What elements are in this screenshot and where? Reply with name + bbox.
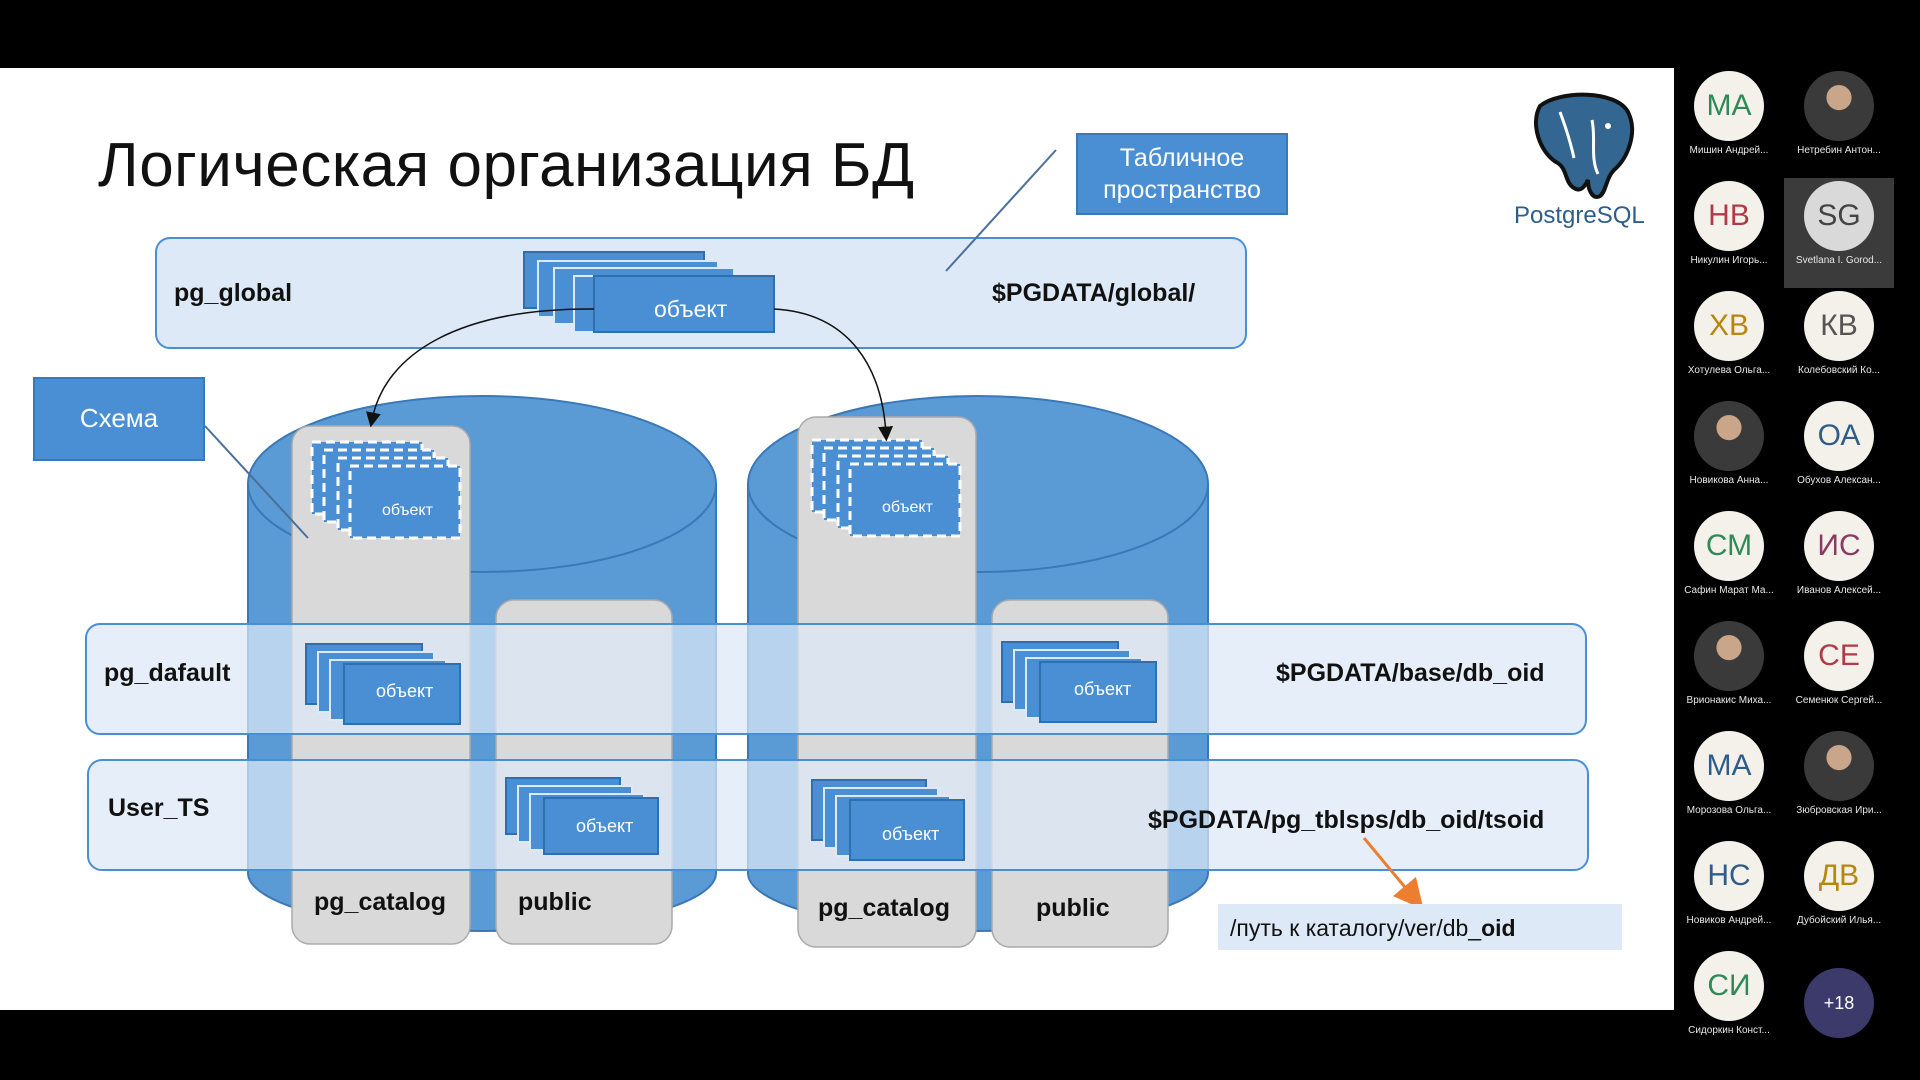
path-link-bold: oid bbox=[1481, 915, 1516, 941]
postgresql-logo-icon: PostgreSQL bbox=[1514, 92, 1645, 229]
object-label-user-db2: объект bbox=[882, 824, 939, 844]
participant-tile[interactable]: МА Морозова Ольга... bbox=[1674, 728, 1784, 838]
participants-gallery: МА Мишин Андрей... Нетребин Антон... НВ Нику… bbox=[1674, 68, 1920, 1038]
participant-tile[interactable]: +18 bbox=[1784, 948, 1894, 1058]
participant-avatar: КВ bbox=[1804, 291, 1874, 361]
participant-tile[interactable]: ХВ Хотулева Ольга... bbox=[1674, 288, 1784, 398]
participant-name: Сидоркин Конст... bbox=[1688, 1025, 1770, 1036]
participant-avatar: ИС bbox=[1804, 511, 1874, 581]
presentation-slide: pg_global $PGDATA/global/ pg_dafault $PG… bbox=[0, 68, 1674, 1010]
participant-avatar: ОА bbox=[1804, 401, 1874, 471]
arrow-global-to-db2 bbox=[773, 308, 894, 442]
participant-name: Иванов Алексей... bbox=[1796, 585, 1882, 596]
tablespace-label: Табличное пространство bbox=[1076, 133, 1288, 215]
tablespace-path-user: $PGDATA/pg_tblsps/db_oid/tsoid bbox=[1148, 806, 1544, 834]
tablespace-path-global: $PGDATA/global/ bbox=[992, 279, 1195, 307]
object-stack-dashed-db1 bbox=[310, 440, 462, 540]
participant-name: Новикова Анна... bbox=[1689, 475, 1769, 486]
participant-name: Обухов Алексан... bbox=[1797, 475, 1881, 486]
participant-tile[interactable]: SG Svetlana I. Gorod... bbox=[1784, 178, 1894, 288]
participant-tile[interactable]: Врионакис Миха... bbox=[1674, 618, 1784, 728]
object-label-default-db1: объект bbox=[376, 681, 433, 701]
schema-label-public-db2: public bbox=[1036, 894, 1110, 922]
participant-name: Врионакис Миха... bbox=[1686, 695, 1772, 706]
participant-name: Зюбровская Ири... bbox=[1796, 805, 1882, 816]
participant-tile[interactable]: СЕ Семенюк Сергей... bbox=[1784, 618, 1894, 728]
path-link-text: /путь к каталогу/ver/db_oid bbox=[1230, 915, 1516, 941]
schema-label-public-db1: public bbox=[518, 888, 592, 916]
participant-name: Морозова Ольга... bbox=[1686, 805, 1772, 816]
participant-avatar: SG bbox=[1804, 181, 1874, 251]
participant-name: Семенюк Сергей... bbox=[1795, 695, 1883, 706]
participant-avatar: СИ bbox=[1694, 951, 1764, 1021]
participant-avatar: МА bbox=[1694, 731, 1764, 801]
arrow-path-link bbox=[1362, 837, 1424, 910]
participant-photo bbox=[1804, 71, 1874, 141]
schema-callout-line bbox=[204, 425, 309, 539]
participant-tile[interactable]: Новикова Анна... bbox=[1674, 398, 1784, 508]
schema-label-catalog-db2: pg_catalog bbox=[818, 894, 950, 922]
participant-tile[interactable]: ДВ Дубойский Илья... bbox=[1784, 838, 1894, 948]
participant-tile[interactable]: Зюбровская Ири... bbox=[1784, 728, 1894, 838]
object-label-dashed-db2: объект bbox=[882, 499, 934, 516]
participant-name: Дубойский Илья... bbox=[1796, 915, 1882, 926]
participant-photo bbox=[1694, 401, 1764, 471]
participant-name: Никулин Игорь... bbox=[1690, 255, 1768, 266]
slide-title: Логическая организация БД bbox=[98, 131, 915, 200]
arrow-global-to-db1 bbox=[366, 308, 595, 428]
schema-label: Схема bbox=[33, 377, 205, 461]
participant-avatar: МА bbox=[1694, 71, 1764, 141]
participant-tile[interactable]: КВ Колебовский Ко... bbox=[1784, 288, 1894, 398]
participant-tile[interactable]: НС Новиков Андрей... bbox=[1674, 838, 1784, 948]
object-label-dashed-db1: объект bbox=[382, 502, 434, 519]
participant-name: Svetlana I. Gorod... bbox=[1795, 255, 1883, 266]
participant-name: Мишин Андрей... bbox=[1689, 145, 1769, 156]
participant-avatar: НС bbox=[1694, 841, 1764, 911]
tablespace-label-text: Табличное пространство bbox=[1103, 143, 1261, 205]
participant-avatar: ХВ bbox=[1694, 291, 1764, 361]
participant-name: Колебовский Ко... bbox=[1798, 365, 1880, 376]
participant-tile[interactable]: ОА Обухов Алексан... bbox=[1784, 398, 1894, 508]
participant-tile[interactable]: МА Мишин Андрей... bbox=[1674, 68, 1784, 178]
tablespace-name-default: pg_dafault bbox=[104, 659, 231, 687]
tablespace-name-user: User_TS bbox=[108, 794, 209, 822]
participant-name: Сафин Марат Ма... bbox=[1684, 585, 1774, 596]
more-participants-badge[interactable]: +18 bbox=[1804, 968, 1874, 1038]
schema-label-catalog-db1: pg_catalog bbox=[314, 888, 446, 916]
object-stack-user-db2 bbox=[811, 779, 965, 861]
tablespace-path-default: $PGDATA/base/db_oid bbox=[1276, 659, 1545, 687]
object-stack-dashed-db2 bbox=[810, 438, 962, 538]
schema-label-text: Схема bbox=[79, 403, 159, 434]
object-stack-user-db1 bbox=[505, 777, 659, 855]
participant-tile[interactable]: НВ Никулин Игорь... bbox=[1674, 178, 1784, 288]
tablespace-name-global: pg_global bbox=[174, 279, 292, 307]
participant-tile[interactable]: СИ Сидоркин Конст... bbox=[1674, 948, 1784, 1058]
participant-name: Хотулева Ольга... bbox=[1687, 365, 1771, 376]
participant-name: Нетребин Антон... bbox=[1797, 145, 1881, 156]
object-label-user-db1: объект bbox=[576, 816, 633, 836]
participant-avatar: СЕ bbox=[1804, 621, 1874, 691]
object-stack-global bbox=[523, 251, 775, 333]
participant-tile[interactable]: СМ Сафин Марат Ма... bbox=[1674, 508, 1784, 618]
object-label-default-db2: объект bbox=[1074, 679, 1131, 699]
tablespace-callout-line bbox=[945, 149, 1057, 272]
participant-tile[interactable]: Нетребин Антон... bbox=[1784, 68, 1894, 178]
participant-photo bbox=[1804, 731, 1874, 801]
participant-avatar: НВ bbox=[1694, 181, 1764, 251]
participant-avatar: СМ bbox=[1694, 511, 1764, 581]
object-stack-default-db2 bbox=[1001, 641, 1157, 723]
participant-photo bbox=[1694, 621, 1764, 691]
object-label-global: объект bbox=[654, 296, 728, 322]
path-link-prefix: /путь к каталогу/ver/db_ bbox=[1230, 915, 1482, 941]
participant-name: Новиков Андрей... bbox=[1686, 915, 1772, 926]
participant-avatar: ДВ bbox=[1804, 841, 1874, 911]
diagram-canvas: pg_global $PGDATA/global/ pg_dafault $PG… bbox=[85, 92, 1645, 950]
path-link-box bbox=[1218, 904, 1622, 950]
object-stack-default-db1 bbox=[305, 643, 461, 725]
postgresql-logo-text: PostgreSQL bbox=[1514, 202, 1645, 229]
participant-tile[interactable]: ИС Иванов Алексей... bbox=[1784, 508, 1894, 618]
